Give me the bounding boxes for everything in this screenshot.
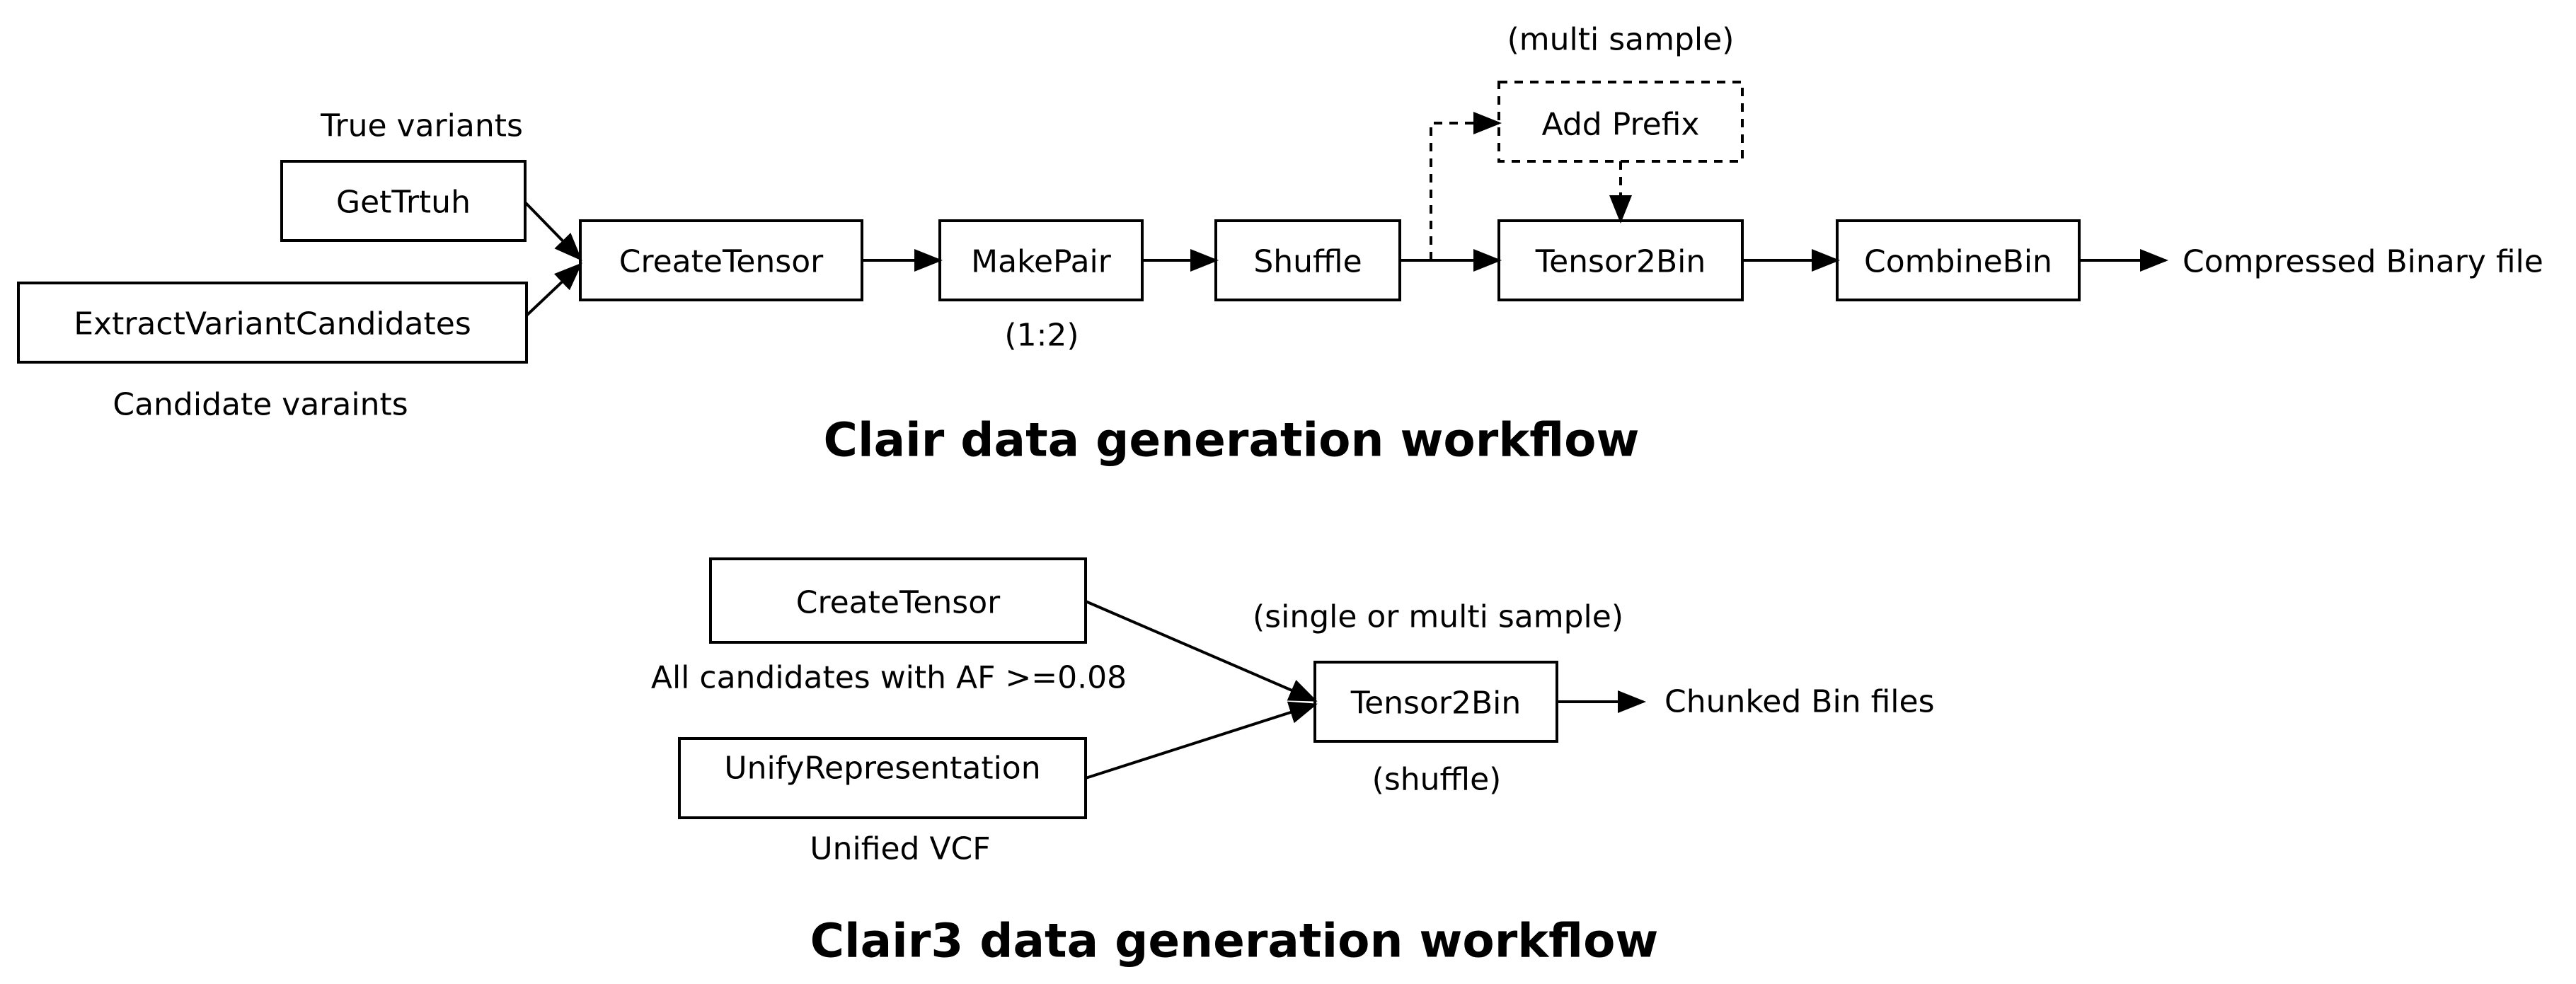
edge-gettruth-createtensor [524, 201, 582, 261]
output-chunked-bin: Chunked Bin files [1664, 684, 1935, 720]
node-add-prefix: Add Prefix [1497, 81, 1744, 163]
title-clair-workflow: Clair data generation workflow [824, 413, 1640, 468]
note-ratio: (1:2) [1004, 318, 1079, 354]
clair3-workflow: CreateTensor UnifyRepresentation Tensor2… [651, 557, 1935, 968]
node-extract-variant-candidates: ExtractVariantCandidates [17, 282, 528, 364]
node-label: CreateTensor [619, 244, 824, 280]
output-compressed-binary: Compressed Binary file [2183, 244, 2543, 280]
node-label: ExtractVariantCandidates [74, 306, 471, 342]
node-label: Shuffle [1253, 244, 1362, 280]
note-unified-vcf: Unified VCF [810, 831, 990, 867]
note-candidates-af: All candidates with AF >=0.08 [651, 660, 1127, 696]
node-tensor2bin-3: Tensor2Bin [1313, 661, 1558, 743]
node-shuffle: Shuffle [1214, 219, 1401, 301]
node-label: Add Prefix [1542, 107, 1700, 143]
note-candidate-variants: Candidate varaints [113, 387, 408, 423]
node-create-tensor-3: CreateTensor [709, 557, 1087, 644]
node-unify-representation: UnifyRepresentation [678, 737, 1087, 819]
node-label: Tensor2Bin [1535, 244, 1706, 280]
node-combine-bin: CombineBin [1836, 219, 2081, 301]
node-label: GetTrtuh [336, 185, 471, 221]
note-single-or-multi: (single or multi sample) [1253, 599, 1623, 635]
node-label: CreateTensor [796, 585, 1001, 621]
note-multi-sample: (multi sample) [1507, 22, 1735, 58]
node-make-pair: MakePair [938, 219, 1144, 301]
edge-extract-createtensor [525, 262, 582, 317]
title-clair3-workflow: Clair3 data generation workflow [810, 914, 1659, 968]
note-true-variants: True variants [320, 108, 523, 144]
edge-createtensor-tensor2bin [1085, 600, 1318, 702]
node-label: CombineBin [1864, 244, 2052, 280]
node-create-tensor: CreateTensor [579, 219, 863, 301]
clair-workflow: GetTrtuh ExtractVariantCandidates Create… [17, 22, 2543, 468]
node-label: MakePair [971, 244, 1112, 280]
node-tensor2bin: Tensor2Bin [1497, 219, 1744, 301]
note-shuffle: (shuffle) [1372, 762, 1502, 798]
edge-unify-tensor2bin [1085, 701, 1318, 780]
node-label: UnifyRepresentation [724, 751, 1040, 787]
node-get-truth: GetTrtuh [280, 160, 527, 242]
node-label: Tensor2Bin [1350, 685, 1522, 722]
edge-shuffle-addprefix [1430, 112, 1502, 260]
